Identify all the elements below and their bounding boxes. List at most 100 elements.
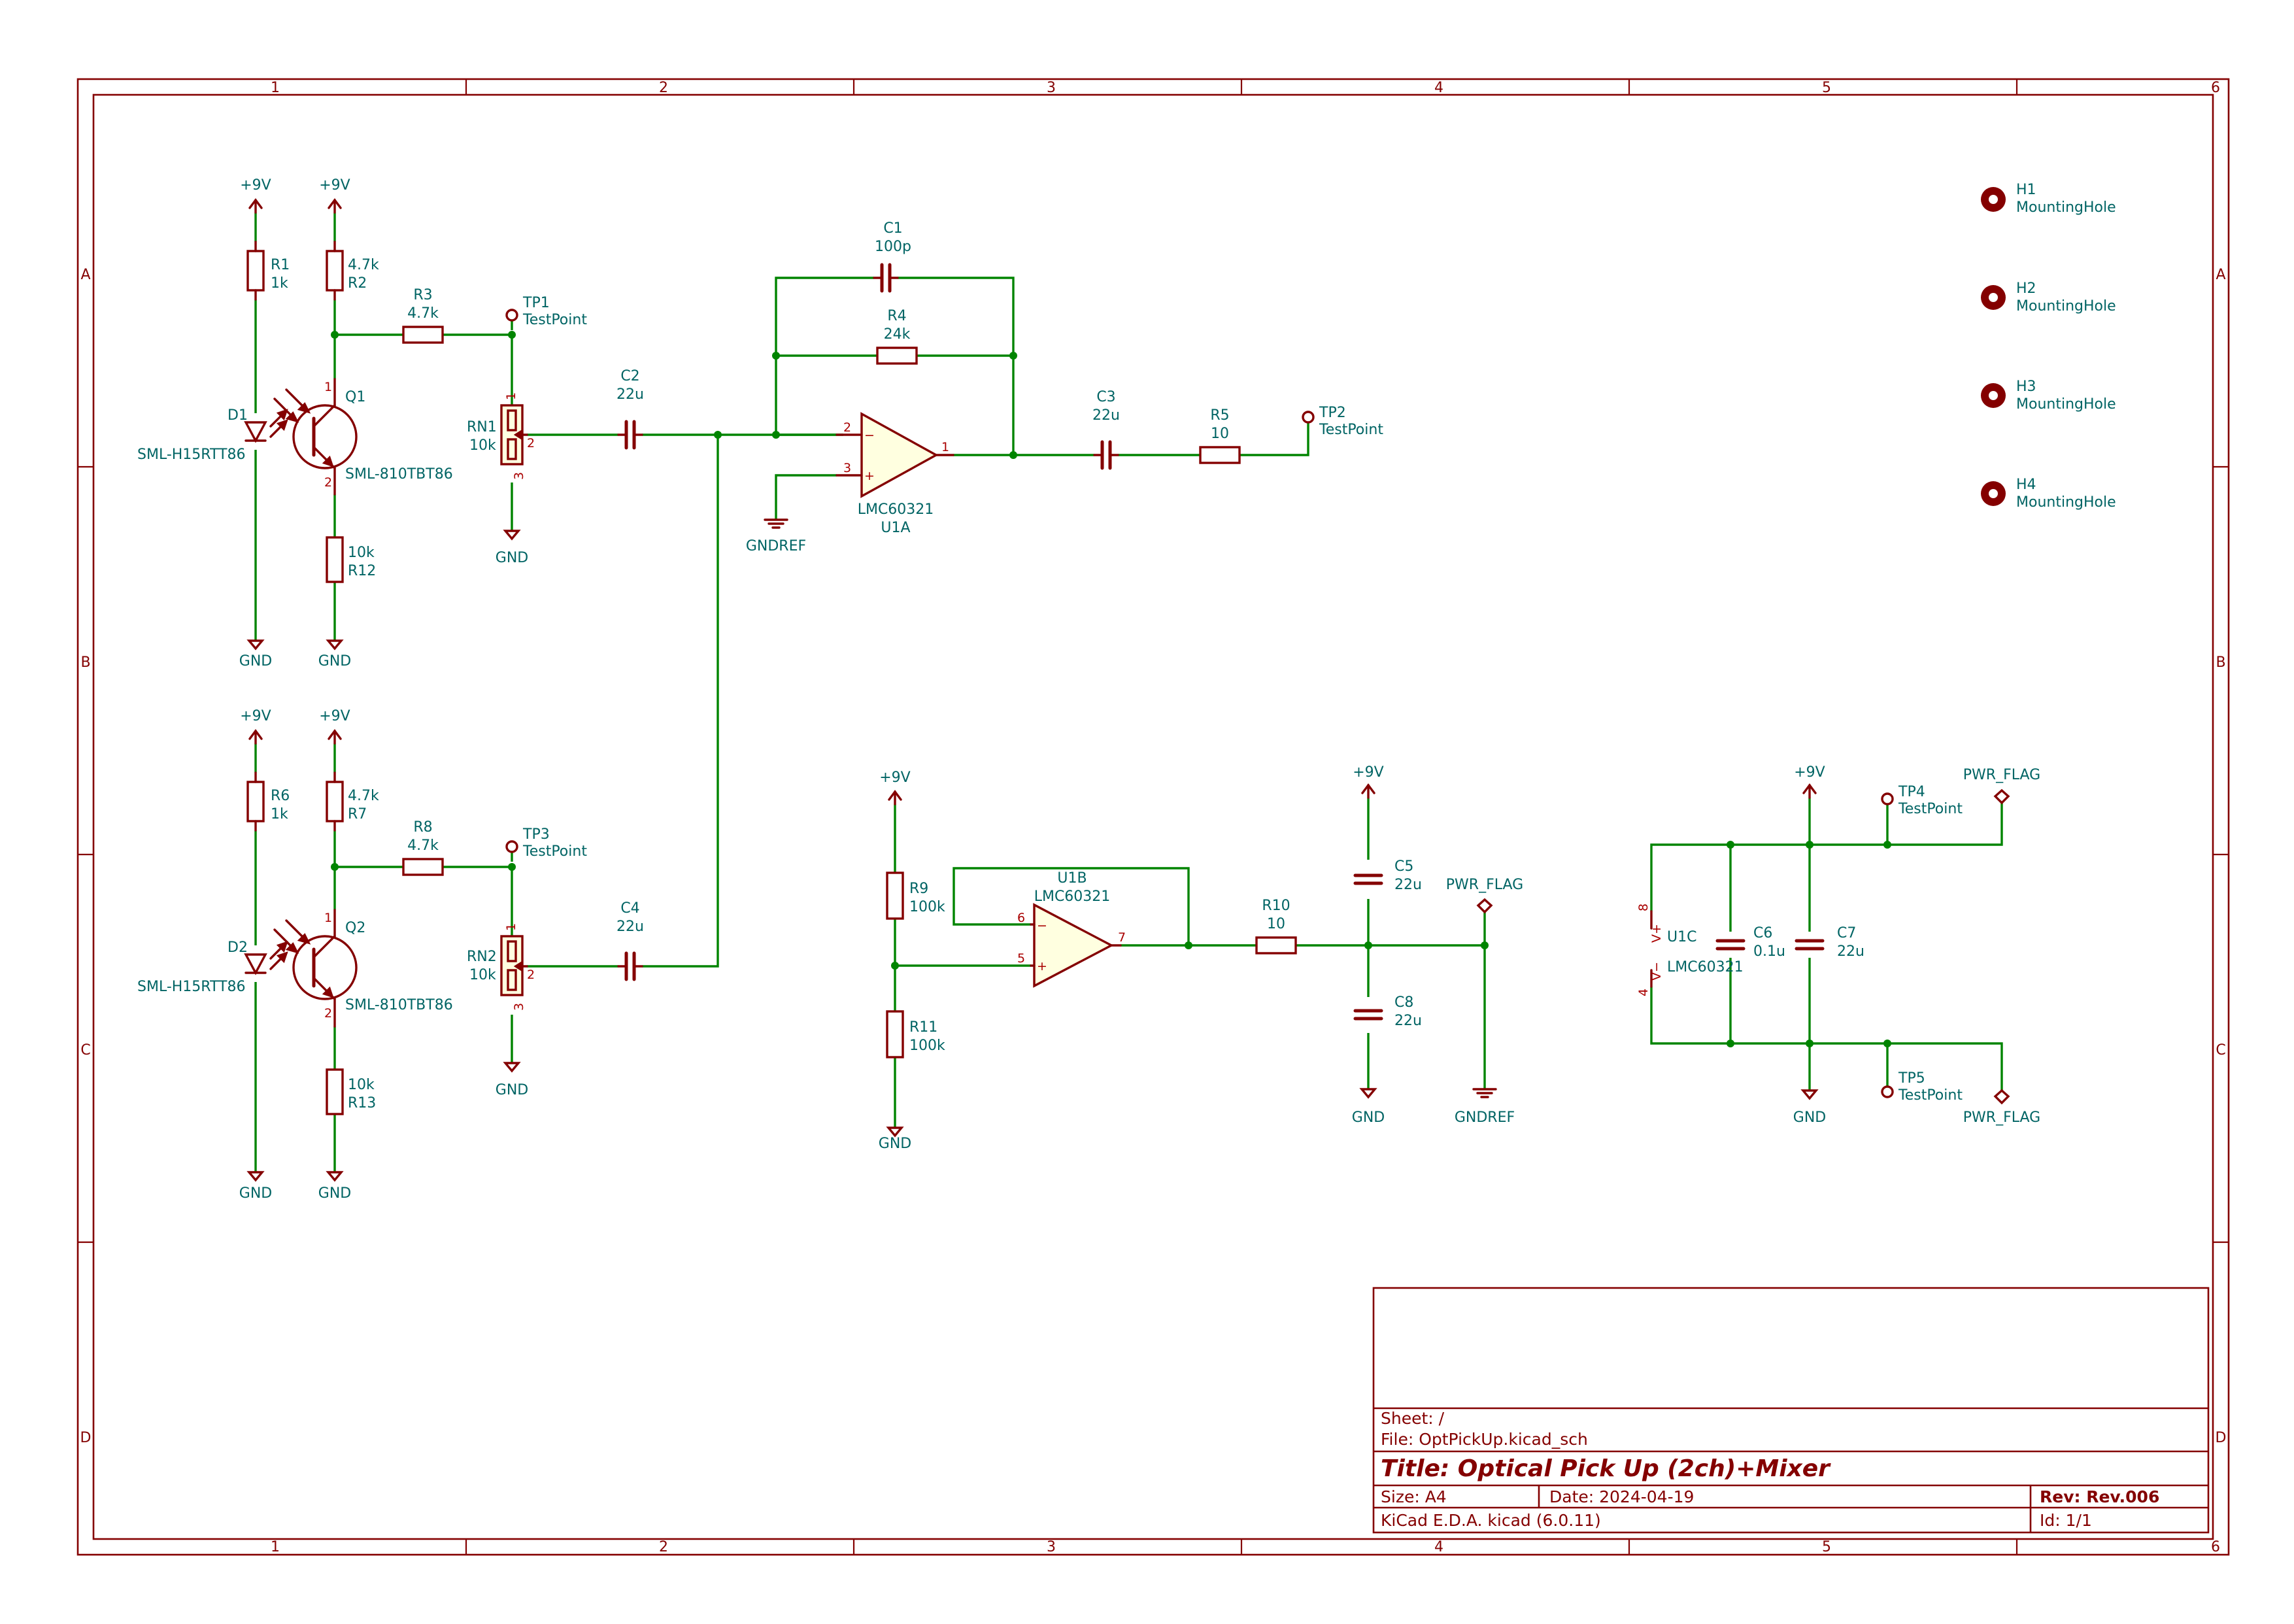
phototransistor-q2[interactable]: 1 2 Q2 SML-810TBT86 [273, 909, 453, 1028]
row-label-left-a: A [80, 267, 90, 283]
r8-ref: R8 [413, 819, 432, 836]
ground-r12: GND [318, 639, 351, 669]
r1-ref: R1 [271, 257, 290, 273]
row-label-right-d: D [2216, 1430, 2227, 1446]
opamp-u1a[interactable]: − + 2 3 1 LMC60321 U1A [835, 412, 954, 536]
rn2-pin1: 1 [504, 923, 518, 931]
row-label-left-c: C [80, 1042, 90, 1058]
capacitor-c6[interactable]: C6 0.1u [1715, 925, 1785, 960]
pwr-flag-bottom: PWR_FLAG [1963, 1089, 2040, 1126]
power-9v-label: +9V [240, 708, 271, 724]
phototransistor-q1[interactable]: 1 2 Q1 SML-810TBT86 [273, 378, 453, 496]
c2-ref: C2 [620, 368, 639, 384]
row-label-right-a: A [2216, 267, 2225, 283]
r7-ref: R7 [348, 806, 367, 822]
c1-value: 100p [875, 239, 911, 255]
resistor-r13[interactable]: 10k R13 [326, 1068, 376, 1115]
resistor-r10[interactable]: R10 10 [1255, 898, 1297, 955]
rn2-pin3: 3 [512, 1003, 526, 1011]
mounting-hole-h4[interactable]: H4 MountingHole [1981, 477, 2116, 511]
testpoint-tp1[interactable]: TP1 TestPoint [505, 295, 587, 328]
resistor-r8[interactable]: R8 4.7k [402, 819, 444, 876]
led-d2[interactable]: D2 SML-H15RTT86 [137, 939, 288, 995]
gnd-label: GND [1352, 1109, 1385, 1126]
rn1-pin1: 1 [504, 392, 518, 400]
r11-ref: R11 [909, 1019, 937, 1036]
q1-value: SML-810TBT86 [345, 466, 453, 482]
h4-ref: H4 [2016, 477, 2036, 493]
testpoint-tp5[interactable]: TP5 TestPoint [1881, 1070, 1963, 1104]
led-d1[interactable]: D1 SML-H15RTT86 [137, 407, 288, 463]
capacitor-c7[interactable]: C7 22u [1795, 925, 1864, 960]
c2-value: 22u [616, 386, 644, 403]
h1-value: MountingHole [2016, 199, 2116, 216]
col-label-top-3: 3 [1047, 80, 1056, 96]
resistor-network-rn1[interactable]: 1 2 3 RN1 10k [467, 392, 535, 480]
capacitor-c4[interactable]: C4 22u [616, 900, 644, 981]
col-label-bottom-4: 4 [1434, 1539, 1443, 1555]
resistor-r1[interactable]: R1 1k [246, 241, 290, 301]
mounting-hole-h2[interactable]: H2 MountingHole [1981, 280, 2116, 314]
c3-ref: C3 [1096, 389, 1115, 405]
tp4-ref: TP4 [1898, 784, 1925, 800]
title-block-title: Title: Optical Pick Up (2ch)+Mixer [1381, 1455, 1831, 1482]
col-label-bottom-1: 1 [271, 1539, 280, 1555]
title-block-sheet: Sheet: / [1381, 1409, 1445, 1428]
r6-value: 1k [271, 806, 288, 822]
c6-ref: C6 [1753, 925, 1772, 941]
power-9v-r9: +9V [879, 770, 911, 805]
u1b-plus: + [1037, 959, 1047, 973]
power-9v-r6: +9V [240, 708, 271, 745]
c1-ref: C1 [883, 220, 902, 237]
mounting-hole-h1[interactable]: H1 MountingHole [1981, 182, 2116, 216]
u1a-pin2: 2 [843, 420, 851, 435]
c8-ref: C8 [1394, 994, 1413, 1011]
r4-ref: R4 [887, 308, 906, 324]
d2-ref: D2 [228, 939, 248, 956]
capacitor-c8[interactable]: C8 22u [1353, 994, 1422, 1029]
ground-r13: GND [318, 1171, 351, 1202]
capacitor-c1[interactable]: C1 100p [873, 220, 911, 293]
resistor-r9[interactable]: R9 100k [886, 871, 945, 920]
tp3-ref: TP3 [522, 826, 550, 843]
capacitor-c5[interactable]: C5 22u [1353, 858, 1422, 893]
u1b-pin7: 7 [1118, 930, 1126, 945]
r12-value: 10k [348, 545, 375, 561]
rn1-value: 10k [469, 437, 496, 454]
q2-ref: Q2 [345, 920, 365, 936]
r9-ref: R9 [909, 881, 928, 897]
resistor-r5[interactable]: R5 10 [1199, 407, 1241, 464]
u1c-pin4: 4 [1636, 989, 1651, 996]
resistor-r7[interactable]: 4.7k R7 [326, 771, 379, 832]
c5-value: 22u [1394, 877, 1422, 893]
mounting-hole-h3[interactable]: H3 MountingHole [1981, 379, 2116, 413]
c4-value: 22u [616, 919, 644, 935]
capacitor-c2[interactable]: C2 22u [616, 368, 644, 450]
resistor-r2[interactable]: 4.7k R2 [326, 241, 379, 301]
u1a-pin1: 1 [941, 440, 949, 454]
testpoint-tp2[interactable]: TP2 TestPoint [1302, 405, 1383, 438]
opamp-u1c-power[interactable]: 8 4 V+ V− U1C LMC60321 [1636, 904, 1744, 996]
resistor-r4[interactable]: R4 24k [876, 308, 918, 365]
capacitor-c3[interactable]: C3 22u [1092, 389, 1120, 470]
r7-value: 4.7k [348, 788, 379, 804]
power-9v-label: +9V [1794, 764, 1825, 781]
r11-value: 100k [909, 1038, 945, 1054]
resistor-network-rn2[interactable]: 1 2 3 RN2 10k [467, 923, 535, 1011]
r5-ref: R5 [1210, 407, 1229, 424]
testpoint-tp3[interactable]: TP3 TestPoint [505, 826, 587, 860]
u1c-ref: U1C [1667, 929, 1696, 945]
r8-value: 4.7k [407, 837, 439, 854]
opamp-u1b[interactable]: − + 6 5 7 U1B LMC60321 [1017, 870, 1126, 988]
rn2-value: 10k [469, 967, 496, 983]
h2-value: MountingHole [2016, 298, 2116, 314]
resistor-r6[interactable]: R6 1k [246, 771, 290, 832]
gndref-u1a: GNDREF [746, 518, 806, 554]
power-9v-c7: +9V [1794, 764, 1825, 799]
resistor-r3[interactable]: R3 4.7k [402, 287, 444, 344]
resistor-r12[interactable]: 10k R12 [326, 536, 376, 583]
gndref-label: GNDREF [746, 538, 806, 554]
gndref-out: GNDREF [1455, 1088, 1515, 1126]
testpoint-tp4[interactable]: TP4 TestPoint [1881, 784, 1963, 817]
resistor-r11[interactable]: R11 100k [886, 1010, 945, 1058]
